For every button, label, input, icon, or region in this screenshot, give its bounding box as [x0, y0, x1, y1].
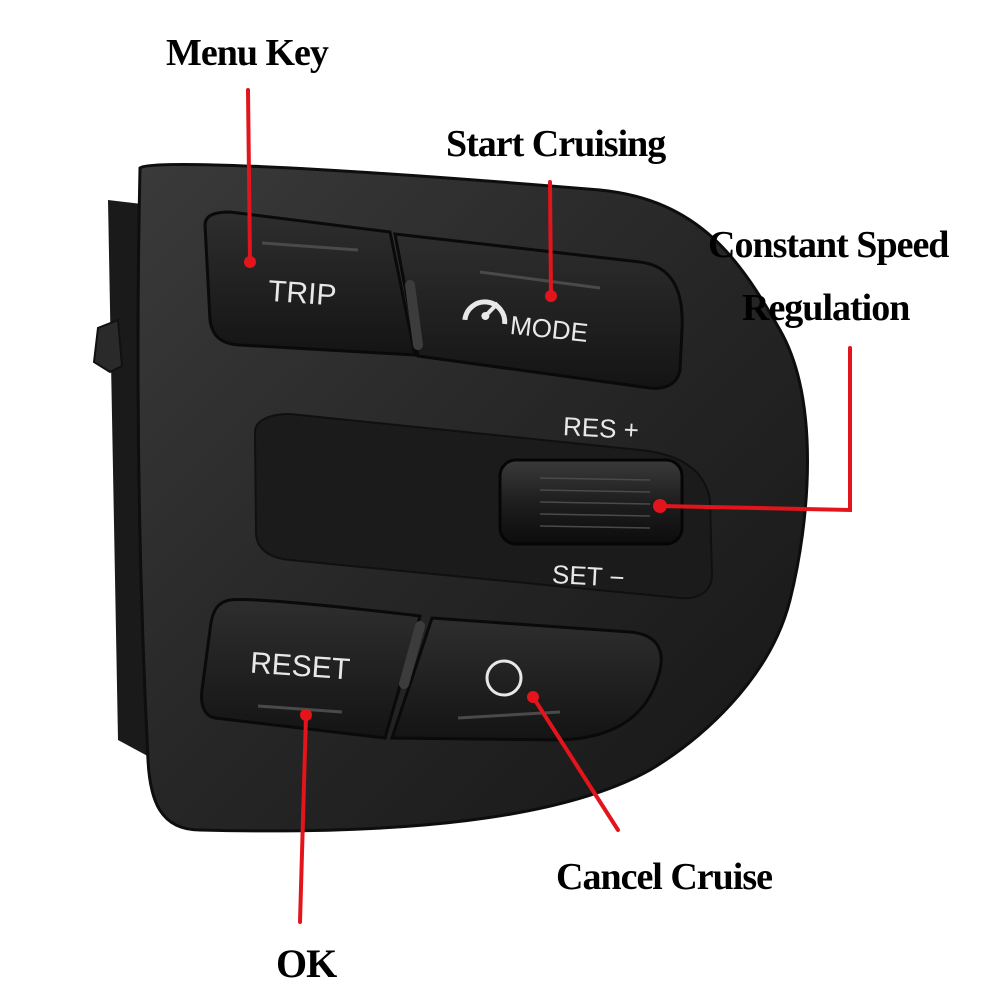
cancel-cruise-leader	[531, 695, 620, 832]
set-label: SET −	[551, 559, 625, 593]
speed-rocker[interactable]	[498, 458, 684, 546]
trip-divider	[405, 280, 423, 350]
constant-speed-callout-line2: Regulation	[742, 287, 910, 329]
mode-highlight	[479, 270, 601, 290]
start-cruising-leader	[548, 180, 553, 298]
mode-button[interactable]	[393, 232, 684, 390]
trip-highlight	[261, 241, 359, 252]
trip-button[interactable]	[203, 210, 417, 357]
leader-lines	[246, 88, 852, 924]
trip-label: TRIP	[267, 275, 337, 313]
cancel-button[interactable]	[389, 616, 663, 742]
menu-key-leader	[246, 88, 252, 264]
constant-speed-callout-line1: Constant Speed	[708, 224, 949, 266]
ok-callout: OK	[276, 941, 337, 986]
reset-divider	[399, 621, 425, 689]
res-label: RES +	[562, 411, 639, 445]
cancel-cruise-callout: Cancel Cruise	[556, 856, 773, 898]
reset-highlight	[257, 704, 343, 714]
reset-label: RESET	[249, 647, 351, 687]
cancel-circle-icon	[485, 659, 523, 697]
ok-leader	[298, 713, 308, 924]
leader-dots	[244, 256, 667, 721]
start-cruising-callout: Start Cruising	[446, 123, 666, 165]
speedometer-icon	[462, 299, 508, 325]
mounting-clip	[92, 318, 124, 374]
menu-key-callout: Menu Key	[166, 32, 329, 74]
rocker-ribs	[539, 477, 651, 529]
constant-speed-leader	[658, 346, 852, 513]
reset-button[interactable]	[200, 598, 422, 740]
